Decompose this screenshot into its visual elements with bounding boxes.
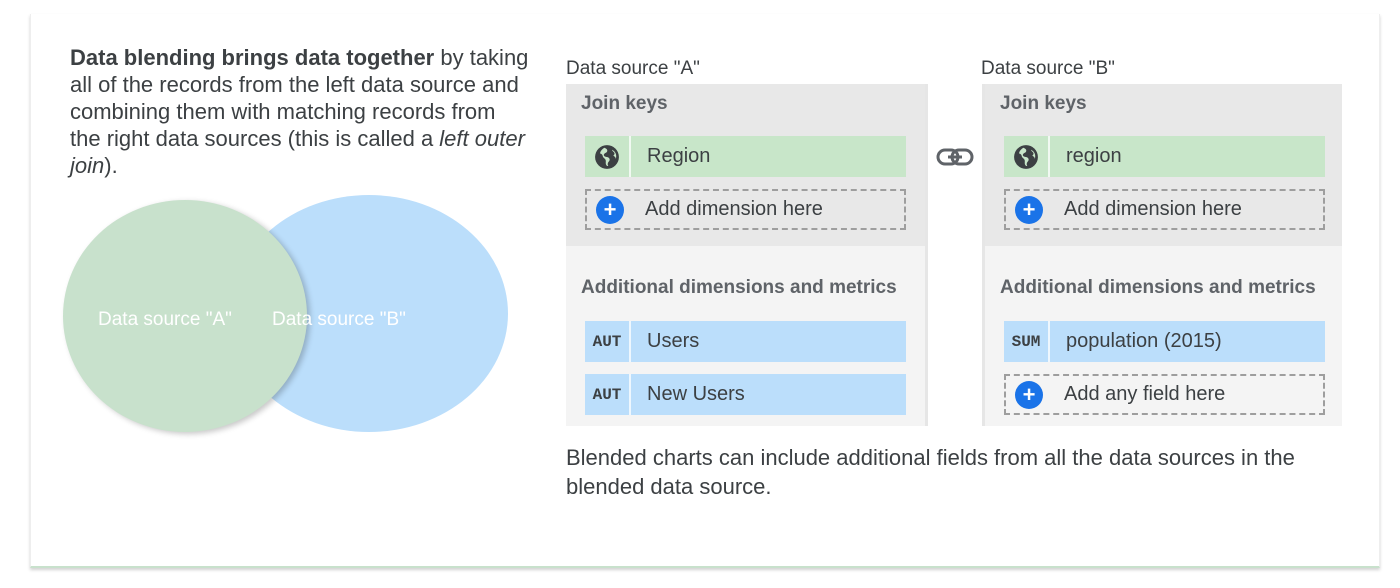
intro-italic: left outer join	[70, 126, 525, 178]
data-source-b-title: Data source "B"	[981, 58, 1115, 79]
field-label: Region	[647, 145, 711, 167]
aggregation-badge: SUM	[1004, 321, 1050, 362]
additional-fields-heading: Additional dimensions and metrics	[581, 277, 897, 298]
metric-field-population[interactable]: SUM population (2015)	[1004, 321, 1325, 362]
dropzone-label: Add dimension here	[645, 198, 823, 220]
add-icon: +	[1015, 380, 1043, 409]
field-label: region	[1066, 145, 1122, 167]
globe-icon	[585, 136, 631, 177]
aggregation-badge: AUT	[585, 374, 631, 415]
add-field-dropzone[interactable]: + Add any field here	[1004, 374, 1325, 415]
dropzone-label: Add dimension here	[1064, 198, 1242, 220]
join-keys-heading: Join keys	[1000, 93, 1087, 114]
add-dimension-dropzone[interactable]: + Add dimension here	[585, 189, 906, 230]
join-key-field[interactable]: Region	[585, 136, 906, 177]
join-key-field[interactable]: region	[1004, 136, 1325, 177]
data-source-a-panel: Join keys Region + Add dimension here Ad…	[566, 84, 928, 426]
dropzone-label: Add any field here	[1064, 383, 1226, 405]
venn-label-b: Data source "B"	[272, 309, 406, 330]
venn-label-a: Data source "A"	[98, 309, 232, 330]
field-label: population (2015)	[1066, 330, 1222, 352]
add-icon: +	[1015, 195, 1043, 224]
field-label: Users	[647, 330, 700, 352]
intro-text: Data blending brings data together by ta…	[70, 44, 530, 179]
add-dimension-dropzone[interactable]: + Add dimension here	[1004, 189, 1325, 230]
venn-circle-a	[63, 200, 307, 432]
footnote-text: Blended charts can include additional fi…	[566, 445, 1295, 499]
venn-diagram: Data source "A" Data source "B"	[60, 190, 508, 440]
intro-end: ).	[104, 153, 118, 178]
metric-field-new-users[interactable]: AUT New Users	[585, 374, 906, 415]
intro-bold: Data blending brings data together	[70, 45, 435, 70]
data-source-b-panel: Join keys region + Add dimension here Ad…	[982, 84, 1342, 426]
globe-icon	[1004, 136, 1050, 177]
field-label: New Users	[647, 383, 745, 405]
join-keys-heading: Join keys	[581, 93, 668, 114]
link-icon	[936, 148, 974, 166]
add-icon: +	[596, 195, 624, 224]
metric-field-users[interactable]: AUT Users	[585, 321, 906, 362]
additional-fields-heading: Additional dimensions and metrics	[1000, 277, 1316, 298]
aggregation-badge: AUT	[585, 321, 631, 362]
intro-body: by taking all of the records from the le…	[70, 45, 529, 151]
data-source-a-title: Data source "A"	[566, 58, 700, 79]
